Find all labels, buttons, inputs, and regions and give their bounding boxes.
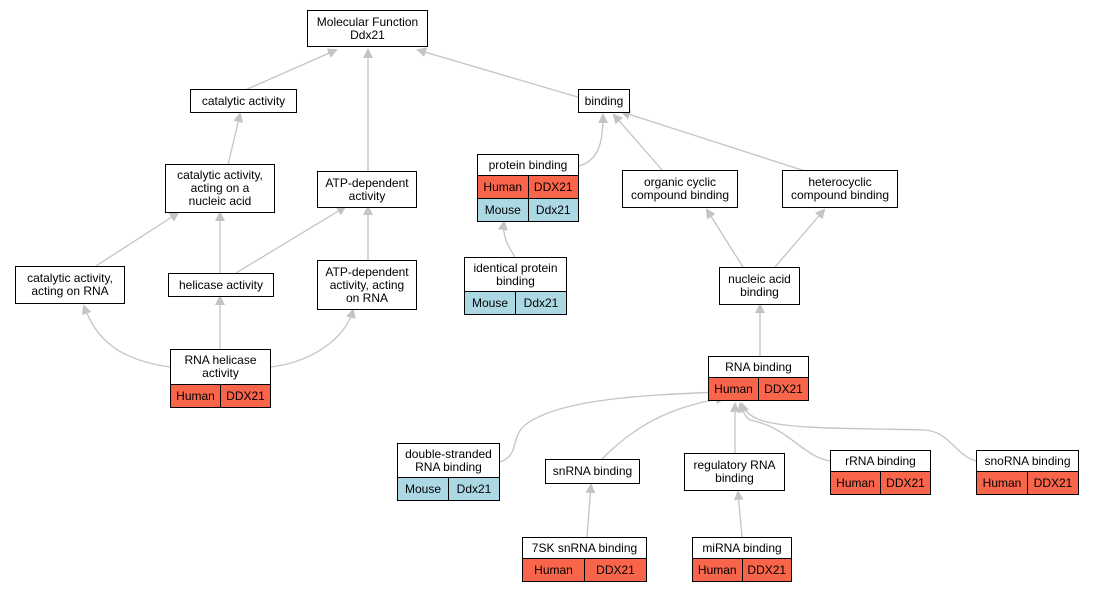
node-rna-helicase-activity: RNA helicase activity Human DDX21 xyxy=(170,349,271,408)
species-row-human: Human DDX21 xyxy=(171,384,270,407)
edge-snrna-to-rnabind xyxy=(601,394,726,460)
node-regulatory-rna-binding: regulatory RNA binding xyxy=(684,453,785,491)
edge-catnuc-to-catalytic xyxy=(227,112,244,166)
node-mirna-binding: miRNA binding Human DDX21 xyxy=(692,537,792,582)
node-atp-dependent-acting-on-rna: ATP-dependent activity, acting on RNA xyxy=(317,260,417,310)
node-atp-dependent-activity: ATP-dependent activity xyxy=(317,171,417,208)
edge-snorna-to-rnabind xyxy=(739,402,977,462)
edge-nucleic-to-hetero xyxy=(774,208,826,268)
species-row-human: Human DDX21 xyxy=(831,471,930,494)
edge-rnahel-to-atprna xyxy=(270,308,356,368)
node-catalytic-activity: catalytic activity xyxy=(190,89,297,113)
node-rrna-binding: rRNA binding Human DDX21 xyxy=(830,450,931,495)
edge-identical-to-protein xyxy=(497,220,516,258)
node-catalytic-nucleic-acid: catalytic activity, acting on a nucleic … xyxy=(165,164,275,213)
edge-catrna-to-catnuc xyxy=(95,211,180,267)
node-heterocyclic-compound-binding: heterocyclic compound binding xyxy=(782,170,898,208)
species-row-mouse: Mouse Ddx21 xyxy=(478,198,578,221)
node-catalytic-acting-on-rna: catalytic activity, acting on RNA xyxy=(15,266,125,304)
edge-mirna-to-regulatory xyxy=(733,490,744,538)
species-row-human: Human DDX21 xyxy=(523,558,646,581)
edge-hetero-to-binding xyxy=(620,109,806,172)
node-snrna-binding: snRNA binding xyxy=(545,459,640,484)
node-helicase-activity: helicase activity xyxy=(168,273,274,297)
node-rna-binding: RNA binding Human DDX21 xyxy=(708,356,809,401)
species-row-mouse: Mouse Ddx21 xyxy=(398,477,499,500)
edge-rnahel-to-catrna xyxy=(81,304,171,368)
edge-dsrna-to-rnabind xyxy=(499,387,720,463)
edge-binding-to-root xyxy=(416,47,582,99)
node-identical-protein-binding: identical protein binding Mouse Ddx21 xyxy=(464,257,567,315)
edge-catalytic-to-root xyxy=(242,48,338,92)
node-snorna-binding: snoRNA binding Human DDX21 xyxy=(976,450,1079,495)
node-7sk-snrna-binding: 7SK snRNA binding Human DDX21 xyxy=(522,537,647,582)
species-row-human: Human DDX21 xyxy=(478,175,578,198)
species-row-human: Human DDX21 xyxy=(693,558,791,581)
species-row-human: Human DDX21 xyxy=(709,377,808,400)
node-molecular-function: Molecular Function Ddx21 xyxy=(307,10,428,47)
species-row-human: Human DDX21 xyxy=(977,471,1078,494)
node-protein-binding: protein binding Human DDX21 Mouse Ddx21 xyxy=(477,154,579,222)
node-nucleic-acid-binding: nucleic acid binding xyxy=(719,267,800,305)
edge-7sk-to-snrna xyxy=(585,483,596,538)
edge-helicase-to-atp xyxy=(235,205,347,274)
species-row-mouse: Mouse Ddx21 xyxy=(465,291,566,314)
node-binding: binding xyxy=(578,89,630,113)
edge-organic-to-binding xyxy=(612,113,664,172)
edge-nucleic-to-organic xyxy=(705,208,744,268)
node-organic-cyclic-compound-binding: organic cyclic compound binding xyxy=(622,170,738,208)
node-double-stranded-rna-binding: double-stranded RNA binding Mouse Ddx21 xyxy=(397,443,500,501)
edge-protein-to-binding xyxy=(578,113,608,167)
